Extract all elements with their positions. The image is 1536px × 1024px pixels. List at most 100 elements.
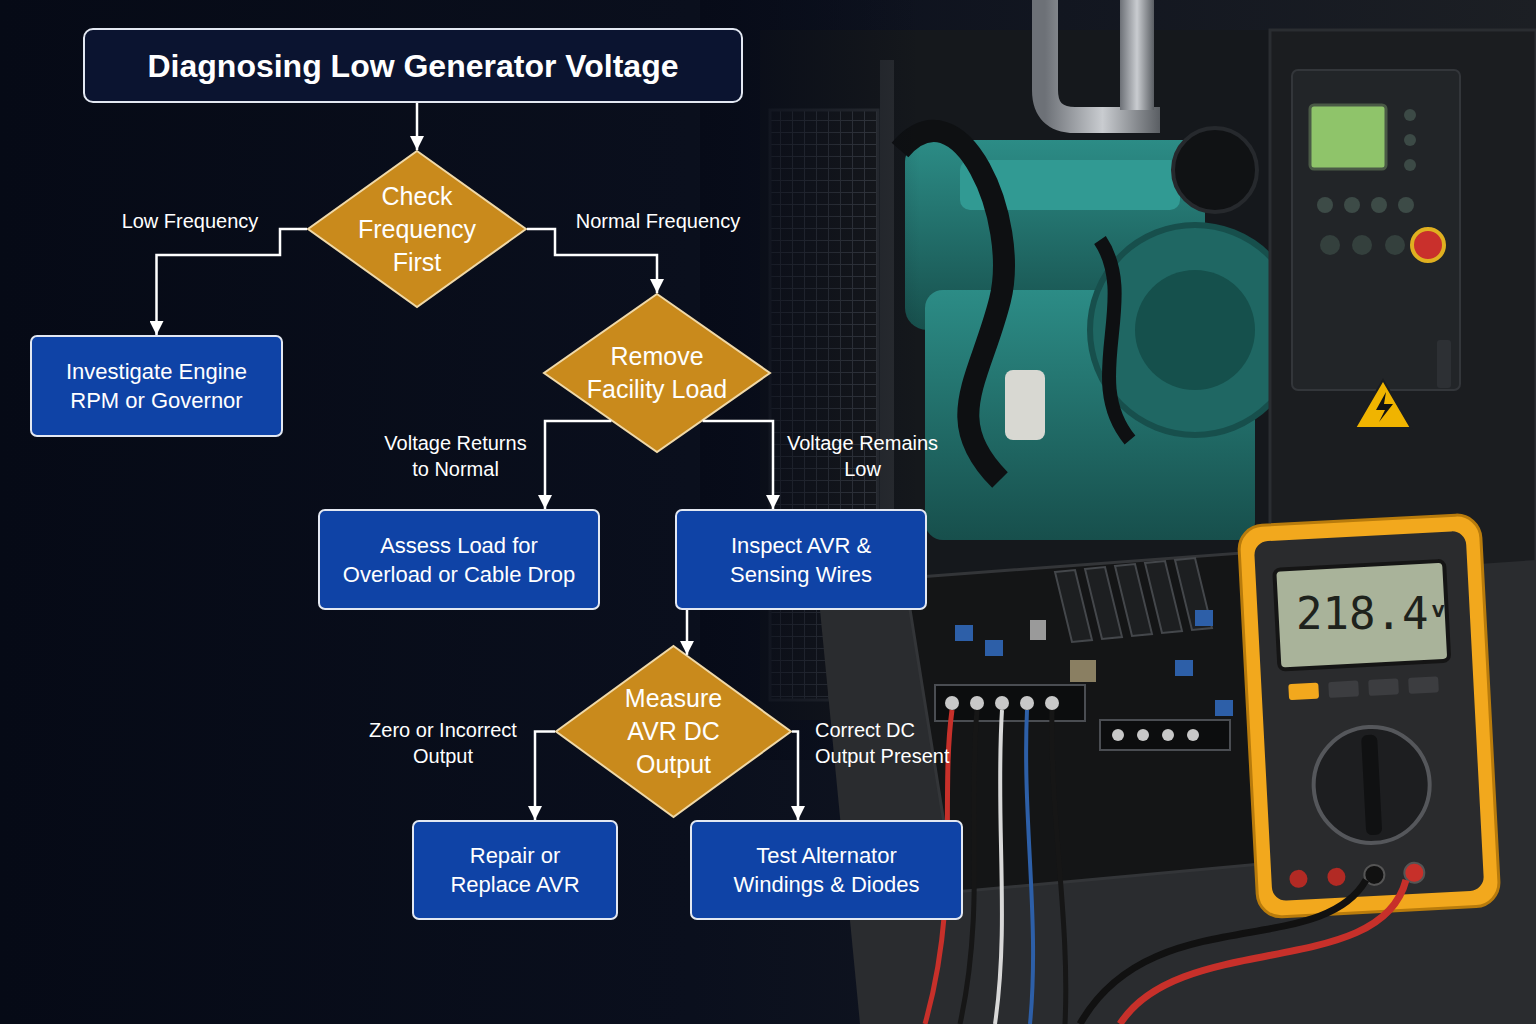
meter-unit: V [1432, 602, 1444, 621]
terminal-screw [1162, 729, 1174, 741]
probe-lead [1120, 880, 1406, 1024]
heatsink-fin [1085, 567, 1122, 639]
terminal-block [935, 685, 1085, 721]
wire [1052, 710, 1066, 1024]
terminal-screw [1020, 696, 1034, 710]
diamond-shape [556, 646, 791, 817]
terminal-screw [945, 696, 959, 710]
potentiometer [985, 640, 1003, 656]
exhaust-stack [1120, 0, 1154, 110]
terminal-screw [970, 696, 984, 710]
wire [995, 710, 1002, 1024]
heatsink-fin [1175, 558, 1212, 630]
indicator-light [1404, 109, 1416, 121]
node-text: Remove Facility Load [577, 340, 737, 406]
edge-label: Voltage Returns to Normal [378, 430, 533, 482]
process-box: Inspect AVR & Sensing Wires [675, 509, 927, 610]
probe-jack [1327, 867, 1346, 886]
flow-arrow [686, 610, 689, 655]
diamond-outline [543, 293, 771, 453]
node-text: Repair or Replace AVR [440, 841, 590, 899]
meter-button [1288, 683, 1319, 701]
edge-label: Voltage Remains Low [780, 430, 945, 482]
indicator-light [1404, 159, 1416, 171]
terminal-screw [1112, 729, 1124, 741]
diamond-shape [544, 294, 770, 452]
process-box: Investigate Engine RPM or Governor [30, 335, 283, 437]
node-text: Investigate Engine RPM or Governor [49, 357, 264, 415]
process-box: Repair or Replace AVR [412, 820, 618, 920]
title-text: Diagnosing Low Generator Voltage [147, 45, 678, 87]
panel-button [1344, 197, 1360, 213]
edge-label: Zero or Incorrect Output [363, 717, 523, 769]
flow-arrow [703, 421, 773, 509]
potentiometer [1215, 700, 1233, 716]
warning-sign [1355, 380, 1411, 428]
fan-pulley [1173, 128, 1257, 212]
meter-button [1328, 680, 1359, 698]
flow-arrow [545, 421, 611, 509]
terminal-screw [1045, 696, 1059, 710]
multimeter [1238, 514, 1500, 918]
exhaust-pipe [1045, 0, 1160, 120]
controller-display [1310, 105, 1386, 169]
decision-diamond: Check Frequency First [307, 150, 527, 308]
meter-button [1408, 676, 1439, 694]
flow-arrow [157, 229, 308, 335]
alternator-end [1135, 270, 1255, 390]
node-text: Test Alternator Windings & Diodes [717, 841, 937, 899]
terminal-screw [995, 696, 1009, 710]
node-text: Measure AVR DC Output [614, 682, 734, 781]
fuel-filter [1005, 370, 1045, 440]
dial-knob [1361, 735, 1382, 836]
terminal-screw [1137, 729, 1149, 741]
wire [1026, 710, 1033, 1024]
emergency-stop [1412, 229, 1444, 261]
fuel-hose [1100, 240, 1130, 440]
multimeter-screen [1274, 561, 1449, 670]
process-box: Assess Load for Overload or Cable Drop [318, 509, 600, 610]
meter-reading: 218.4 [1296, 588, 1428, 639]
potentiometer [1175, 660, 1193, 676]
lightning-symbol [1376, 392, 1393, 422]
decision-diamond: Measure AVR DC Output [555, 645, 792, 818]
edge-label: Correct DC Output Present [815, 717, 965, 769]
multimeter-face [1254, 531, 1485, 902]
node-text: Assess Load for Overload or Cable Drop [337, 531, 582, 589]
probe-jack [1289, 869, 1308, 888]
flow-arrow [535, 732, 555, 821]
heatsink-fin [1055, 570, 1092, 642]
terminal-block [1100, 720, 1230, 750]
heatsink-fin [1145, 561, 1182, 633]
panel-button [1320, 235, 1340, 255]
terminal-screw [1187, 729, 1199, 741]
process-box: Test Alternator Windings & Diodes [690, 820, 963, 920]
capacitor [1070, 660, 1096, 682]
flow-arrow [792, 732, 798, 821]
meter-button [1368, 678, 1399, 696]
control-panel [1292, 70, 1460, 390]
edge-label: Low Frequency [100, 208, 280, 234]
multimeter-case [1238, 514, 1500, 918]
title-box: Diagnosing Low Generator Voltage [83, 28, 743, 103]
door-handle [1437, 340, 1451, 388]
panel-button [1317, 197, 1333, 213]
node-text: Inspect AVR & Sensing Wires [701, 531, 901, 589]
panel-button [1398, 197, 1414, 213]
flow-arrow [416, 103, 419, 150]
panel-button [1385, 235, 1405, 255]
node-text: Check Frequency First [352, 180, 482, 279]
diamond-shape [308, 151, 526, 307]
edge-label: Normal Frequency [558, 208, 758, 234]
decision-diamond: Remove Facility Load [543, 293, 771, 453]
panel-button [1371, 197, 1387, 213]
probe-jack [1404, 862, 1425, 883]
rotary-dial [1311, 724, 1433, 846]
panel-button [1352, 235, 1372, 255]
